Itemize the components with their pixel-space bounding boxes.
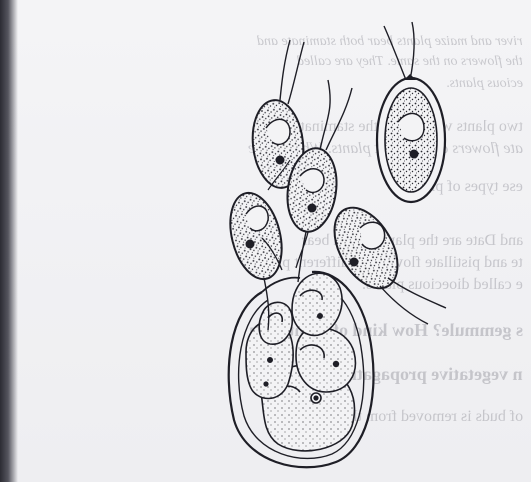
encysted-zoospore (377, 22, 445, 202)
daughter-cells (246, 273, 355, 451)
